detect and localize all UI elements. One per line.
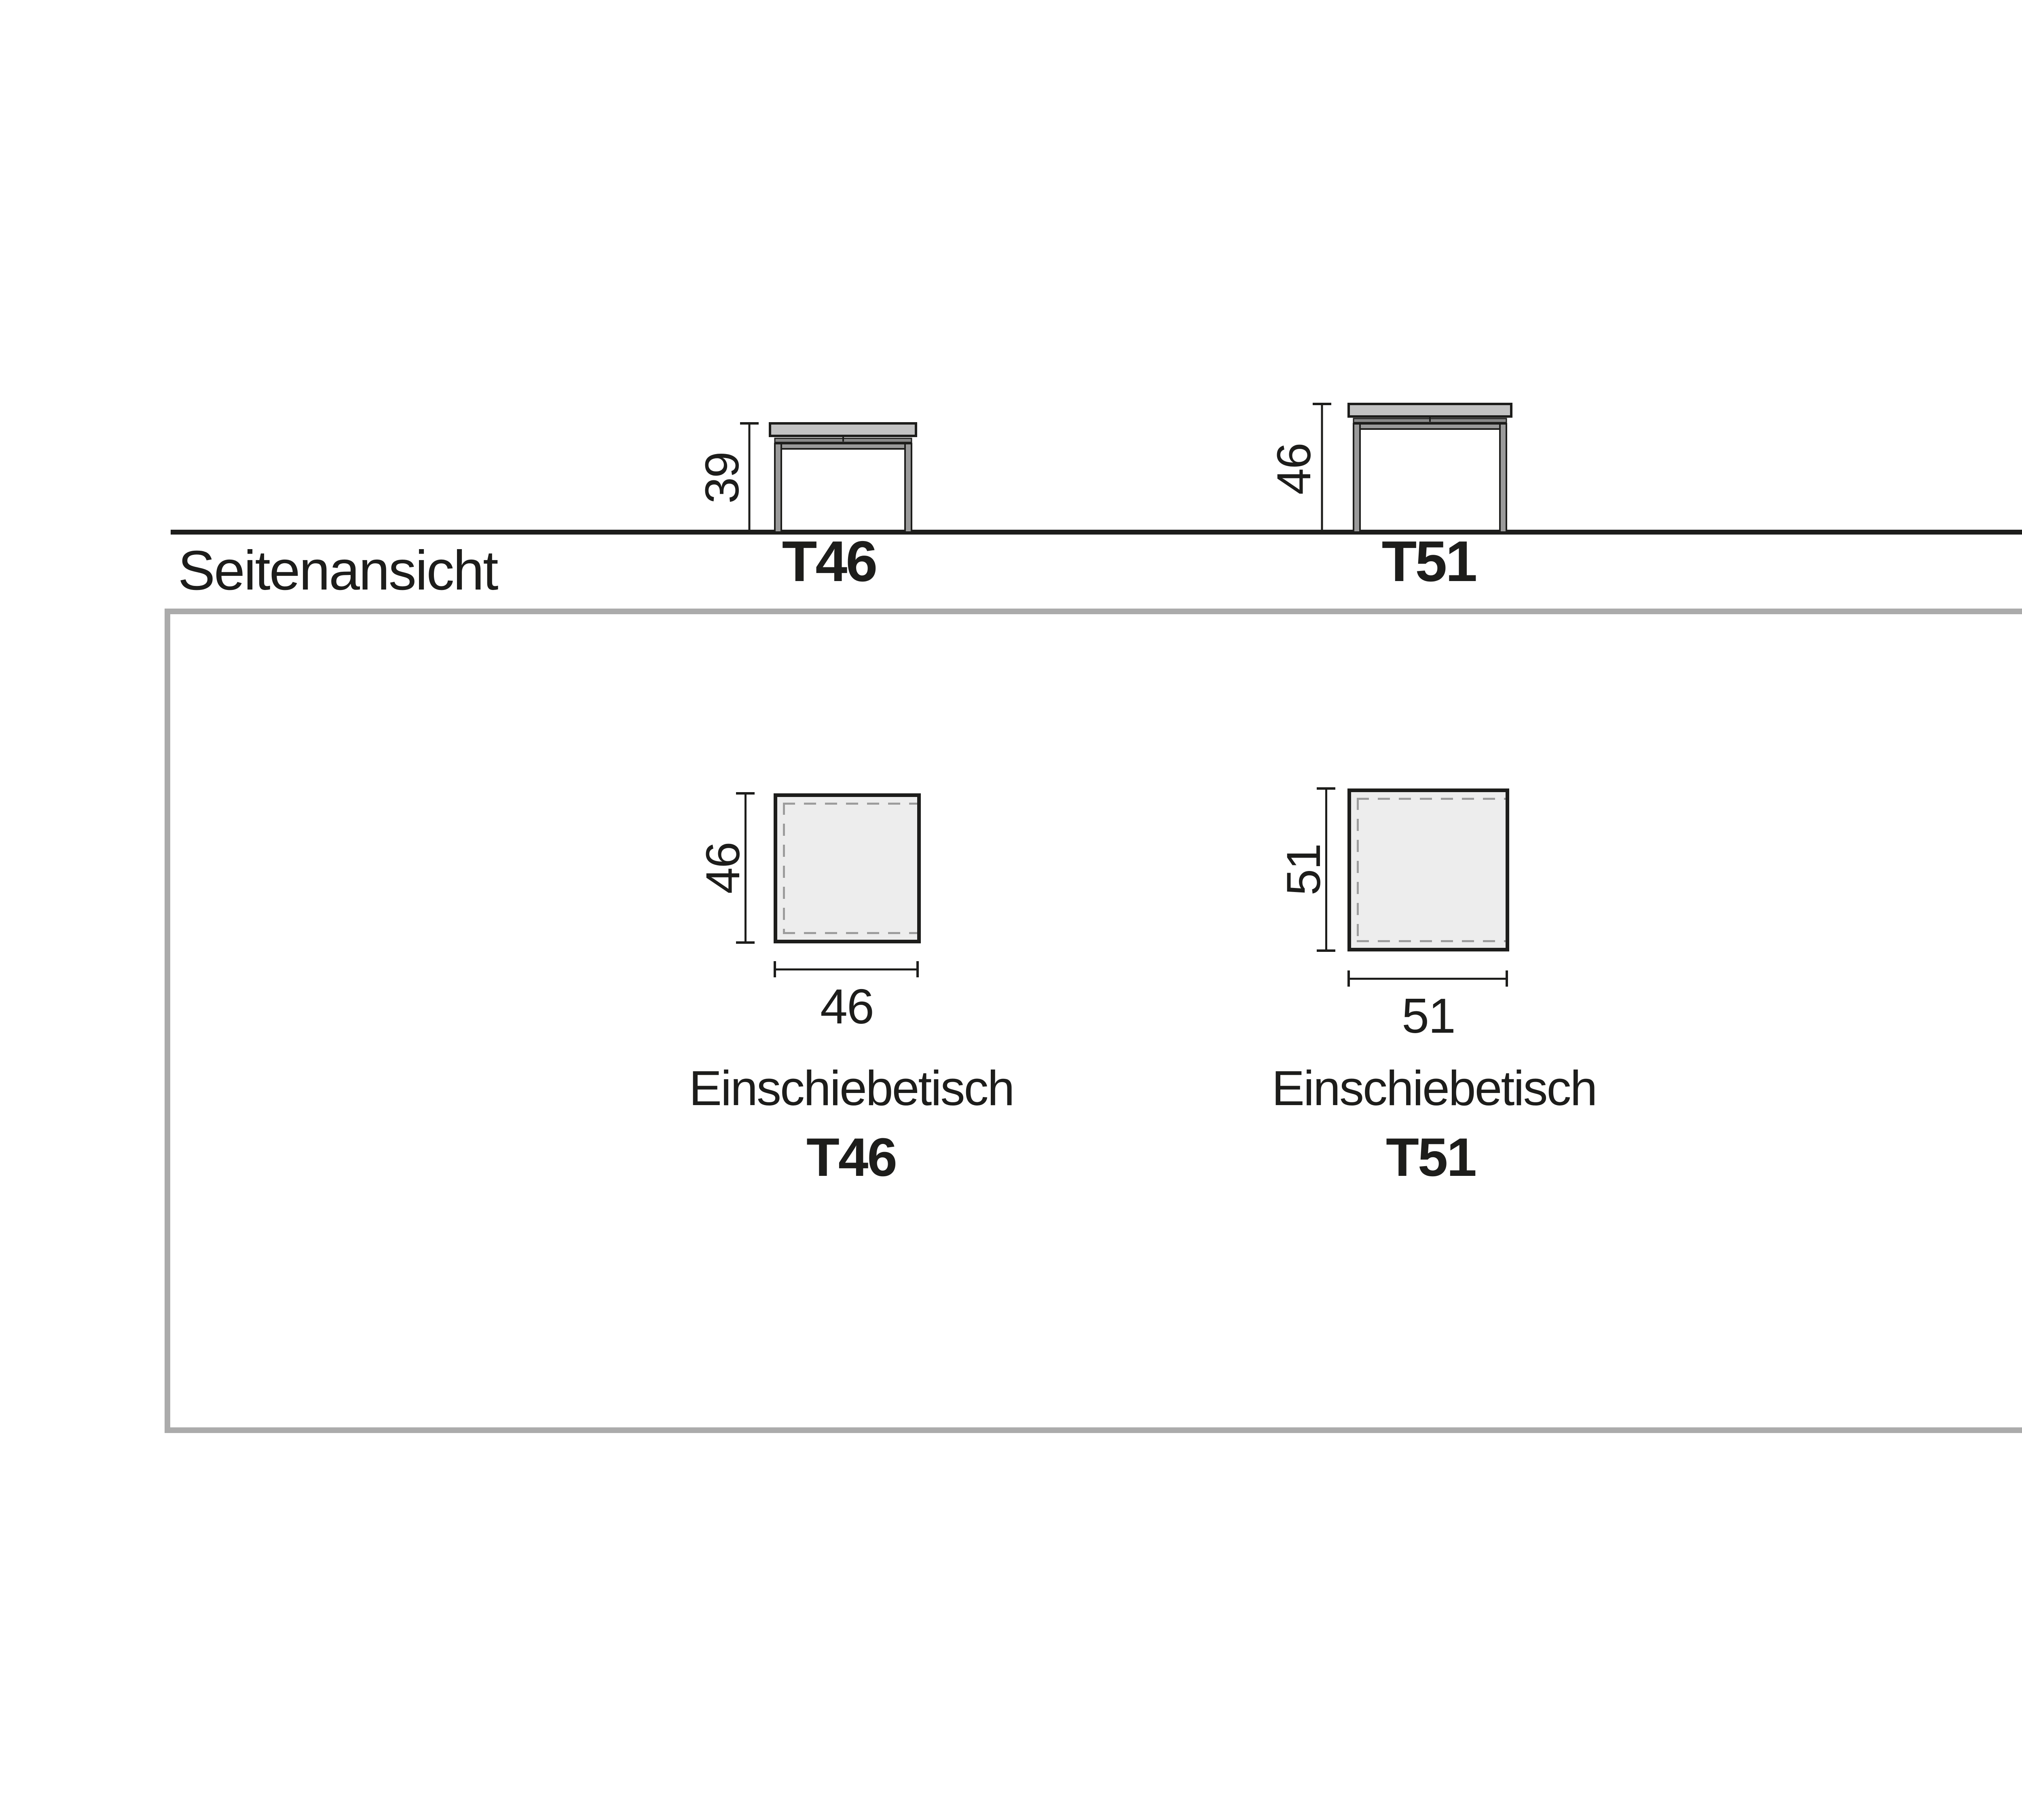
depth-dim-t51: 51 bbox=[1277, 844, 1330, 896]
dim-tick bbox=[774, 961, 776, 977]
dim-tick bbox=[1317, 787, 1335, 790]
overview-box bbox=[165, 609, 2022, 1433]
dashed-inset-left bbox=[1357, 798, 1359, 942]
section-label-seitenansicht: Seitenansicht bbox=[178, 539, 499, 602]
top-view-square-t51 bbox=[1347, 788, 1509, 951]
top-view-square-t46 bbox=[774, 793, 921, 943]
dim-tick bbox=[1347, 970, 1350, 987]
frame-beam bbox=[774, 443, 912, 450]
depth-dim-t46: 46 bbox=[696, 842, 750, 894]
table-leg bbox=[904, 443, 912, 533]
caption-title-t46: Einschiebetisch bbox=[689, 1061, 1015, 1116]
frame-beam bbox=[1353, 423, 1507, 430]
side-label-t51: T51 bbox=[1381, 529, 1478, 594]
dim-tick bbox=[736, 941, 755, 944]
dim-tick bbox=[736, 792, 755, 795]
dashed-inset-left bbox=[783, 803, 785, 934]
depth-dim-line-t51 bbox=[1325, 788, 1327, 951]
table-leg bbox=[1499, 423, 1507, 533]
side-view-drawing-t51 bbox=[1313, 403, 1512, 533]
caption-code-t51: T51 bbox=[1386, 1127, 1477, 1188]
table-leg bbox=[1353, 423, 1361, 533]
side-view-drawing-t46 bbox=[740, 422, 917, 533]
width-dim-t51: 51 bbox=[1402, 988, 1456, 1043]
dashed-inset-bottom bbox=[1357, 940, 1506, 942]
table-top-slab bbox=[769, 422, 917, 437]
width-dim-line-t51 bbox=[1349, 978, 1508, 980]
caption-code-t46: T46 bbox=[806, 1127, 897, 1188]
caption-title-t51: Einschiebetisch bbox=[1271, 1061, 1598, 1116]
table-leg bbox=[774, 443, 782, 533]
width-dim-line-t46 bbox=[775, 968, 919, 970]
dashed-inset-top bbox=[783, 803, 917, 805]
width-dim-t46: 46 bbox=[820, 979, 874, 1034]
dim-tick bbox=[916, 961, 919, 977]
table-top-slab bbox=[1347, 403, 1512, 418]
dim-tick bbox=[1506, 970, 1508, 987]
height-dim-t46: 39 bbox=[696, 452, 749, 504]
dashed-inset-bottom bbox=[783, 932, 917, 934]
dim-tick bbox=[1317, 949, 1335, 952]
ground-line bbox=[171, 530, 2022, 535]
dashed-inset-top bbox=[1357, 798, 1506, 800]
depth-dim-line-t46 bbox=[745, 793, 747, 943]
side-label-t46: T46 bbox=[782, 529, 878, 594]
height-dim-t51: 46 bbox=[1267, 443, 1321, 495]
